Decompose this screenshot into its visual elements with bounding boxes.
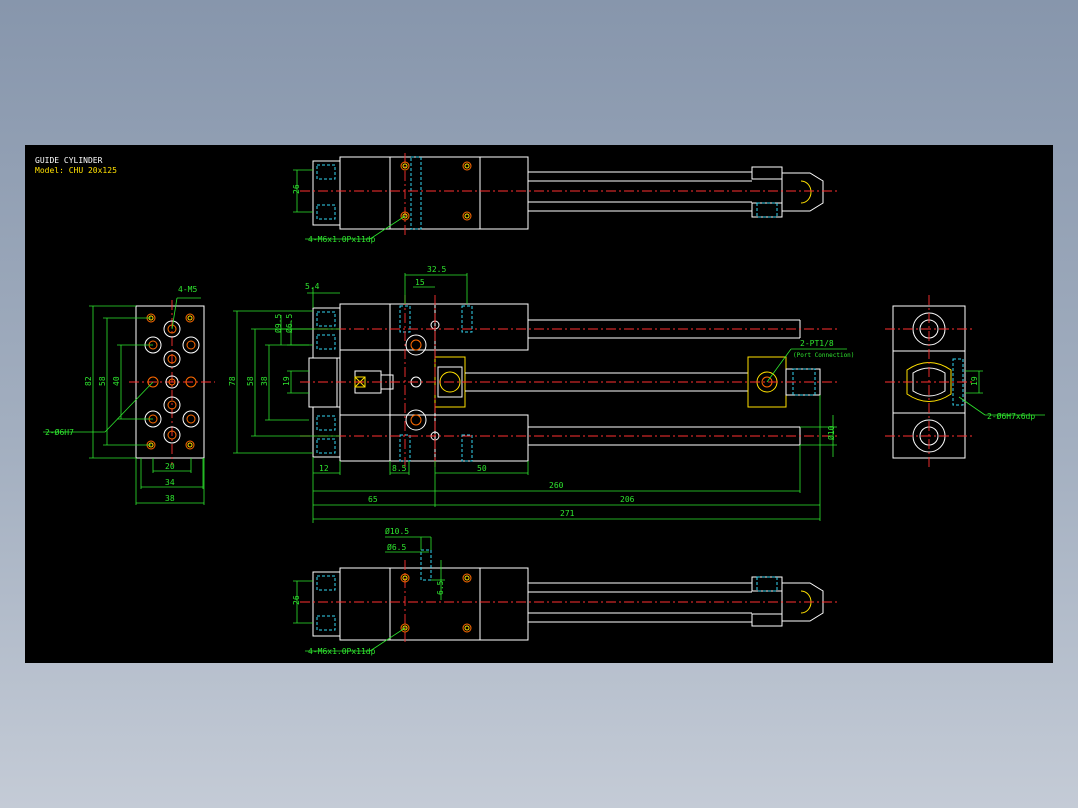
dim-phi-10-5: Ø10.5 bbox=[385, 526, 409, 536]
dim-phi-10: Ø10 bbox=[826, 425, 836, 440]
dim-15: 15 bbox=[415, 278, 425, 287]
dim-8-5: 8.5 bbox=[392, 464, 407, 473]
dim-phi-9-5: Ø9.5 bbox=[273, 314, 283, 333]
dim-38-front: 38 bbox=[260, 376, 269, 386]
dim-phi-6-5-bottom: Ø6.5 bbox=[387, 542, 406, 552]
dim-206: 206 bbox=[620, 495, 635, 504]
bottom-view: 26 Ø10.5 Ø6.5 6.5 4-M6x1.0Px11dp bbox=[292, 526, 837, 656]
callout-bottom-tap: 4-M6x1.0Px11dp bbox=[308, 647, 376, 656]
drawing-title: GUIDE CYLINDER bbox=[35, 156, 103, 165]
callout-end-pin: 2-Ø6H7 bbox=[45, 427, 74, 437]
dim-50: 50 bbox=[477, 464, 487, 473]
top-view: 26 4-M6x1.0Px11dp bbox=[292, 153, 837, 244]
callout-port-note: (Port Connection) bbox=[793, 352, 854, 359]
dim-19-front: 19 bbox=[282, 376, 291, 386]
dim-phi-6-5: Ø6.5 bbox=[284, 314, 294, 333]
callout-rear-pin: 2-Ø6H7x6dp bbox=[987, 411, 1035, 421]
front-view: 32.5 15 5.4 Ø9.5 Ø6.5 78 58 38 bbox=[228, 265, 854, 523]
dim-65: 65 bbox=[368, 495, 378, 504]
dim-top-26: 26 bbox=[292, 184, 301, 194]
dim-end-38: 38 bbox=[165, 494, 175, 503]
dim-32-5: 32.5 bbox=[427, 265, 446, 274]
dim-78: 78 bbox=[228, 376, 237, 386]
dim-end-82: 82 bbox=[84, 376, 93, 386]
dim-271: 271 bbox=[560, 509, 575, 518]
callout-top-tap: 4-M6x1.0Px11dp bbox=[308, 235, 376, 244]
model-label: Model: CHU 20x125 bbox=[35, 166, 117, 175]
dim-12: 12 bbox=[319, 464, 329, 473]
dim-260: 260 bbox=[549, 481, 564, 490]
rear-view: 19 2-Ø6H7x6dp bbox=[885, 295, 1045, 470]
dim-end-20: 20 bbox=[165, 462, 175, 471]
dim-6-5-vertical: 6.5 bbox=[436, 580, 445, 595]
end-view: 4-M5 2-Ø6H7 82 58 40 20 34 bbox=[43, 285, 215, 505]
callout-port: 2-PT1/8 bbox=[800, 339, 834, 348]
dim-58-front: 58 bbox=[246, 376, 255, 386]
dim-bottom-26: 26 bbox=[292, 595, 301, 605]
drawing-canvas: GUIDE CYLINDER Model: CHU 20x125 bbox=[25, 145, 1053, 663]
dim-end-58: 58 bbox=[98, 376, 107, 386]
dim-rear-19: 19 bbox=[970, 376, 979, 386]
callout-end-tap: 4-M5 bbox=[178, 285, 197, 294]
dim-end-34: 34 bbox=[165, 478, 175, 487]
dim-end-40: 40 bbox=[112, 376, 121, 386]
dim-5-4: 5.4 bbox=[305, 282, 320, 291]
